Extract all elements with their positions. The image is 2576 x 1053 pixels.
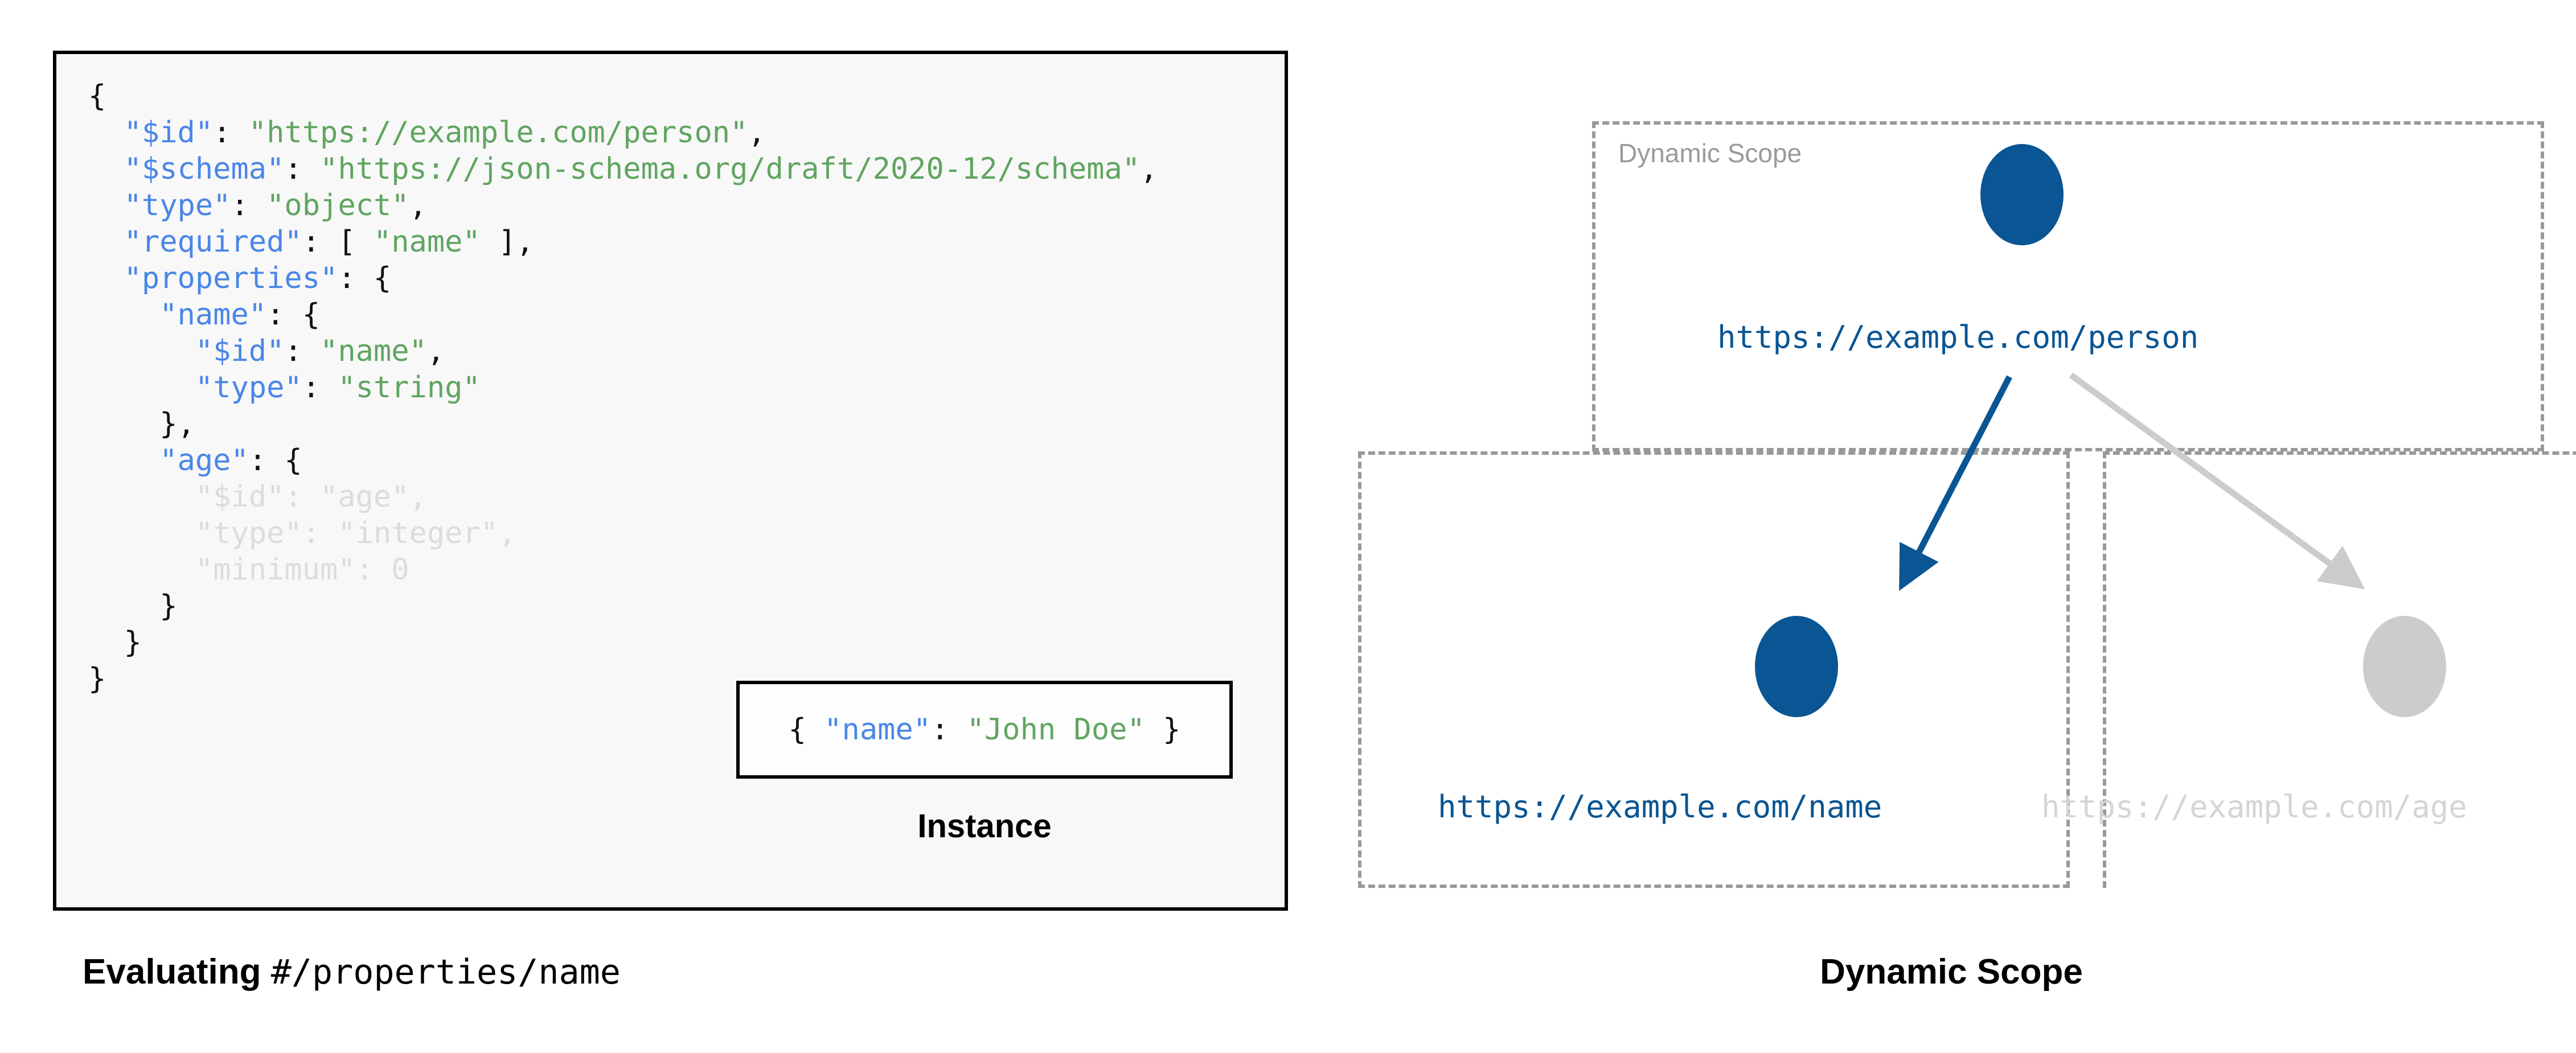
comma-1: , [748, 116, 766, 150]
bracket-close-1: ], [480, 225, 534, 259]
key-minimum: "minimum" [195, 553, 356, 587]
scope-box-label: Dynamic Scope [1618, 138, 1802, 168]
left-caption-bold: Evaluating [83, 952, 271, 992]
left-caption: Evaluating #/properties/name [83, 952, 621, 992]
key-id-age: "$id" [195, 480, 285, 514]
dynamic-scope-panel: Dynamic Scope https://example.com/person… [1327, 0, 2576, 1053]
comma-4: , [426, 334, 445, 368]
instance-brace-close: } [1145, 713, 1181, 747]
left-caption-pointer: #/properties/name [270, 952, 621, 992]
colon-3: : [231, 188, 267, 223]
node-name[interactable] [1755, 616, 1838, 717]
colon-12: : [355, 553, 392, 587]
colon-1: : [213, 116, 249, 150]
node-label-person: https://example.com/person [1717, 319, 2199, 355]
schema-panel: { "$id": "https://example.com/person", "… [53, 51, 1288, 992]
value-object: "object" [266, 188, 409, 223]
colon-9: : { [248, 443, 302, 478]
comma-2: , [1140, 152, 1158, 186]
value-string: "string" [338, 371, 481, 405]
colon-4: : [ [302, 225, 374, 259]
instance-brace-open: { [788, 713, 825, 747]
value-required-name: "name" [373, 225, 481, 259]
value-schema-uri: "https://json-schema.org/draft/2020-12/s… [320, 152, 1141, 186]
comma-3: , [409, 188, 427, 223]
node-label-name: https://example.com/name [1438, 789, 1882, 825]
instance-card: { "name": "John Doe" } [736, 681, 1233, 779]
instance-label: Instance [917, 808, 1052, 845]
value-integer: "integer" [338, 516, 499, 550]
node-age[interactable] [2363, 616, 2446, 717]
brace-close-age: } [159, 589, 178, 623]
schema-code-block: { "$id": "https://example.com/person", "… [88, 78, 1158, 697]
node-person[interactable] [1980, 144, 2064, 245]
key-type-age: "type" [195, 516, 302, 550]
key-properties: "properties" [124, 261, 338, 295]
colon-6: : { [266, 298, 320, 332]
key-required: "required" [124, 225, 302, 259]
comma-6: , [498, 516, 516, 550]
colon-5: : { [338, 261, 392, 295]
colon-2: : [284, 152, 321, 186]
brace-close-name: }, [159, 407, 195, 441]
instance-code: { "name": "John Doe" } [789, 713, 1181, 747]
scope-box-name [1358, 451, 2070, 888]
key-age-prop: "age" [159, 443, 249, 478]
age-subschema-faded: "$id": "age", "type": "integer", "minimu… [88, 480, 516, 587]
dynamic-scope-diagram: Dynamic Scope https://example.com/person… [1327, 0, 2576, 1053]
key-type-name: "type" [195, 371, 302, 405]
key-name-prop: "name" [159, 298, 267, 332]
instance-colon: : [931, 713, 967, 747]
value-id-name: "name" [320, 334, 427, 368]
brace-close-root: } [88, 662, 106, 696]
comma-5: , [409, 480, 427, 514]
brace-close-properties: } [124, 626, 142, 660]
colon-8: : [302, 371, 338, 405]
colon-11: : [302, 516, 338, 550]
value-zero: 0 [391, 553, 409, 587]
schema-code-card: { "$id": "https://example.com/person", "… [53, 51, 1288, 911]
right-caption: Dynamic Scope [1820, 952, 2083, 992]
node-label-age: https://example.com/age [2041, 789, 2467, 825]
key-id-name: "$id" [195, 334, 285, 368]
instance-key-name: "name" [824, 713, 932, 747]
instance-value-john-doe: "John Doe" [966, 713, 1145, 747]
colon-10: : [284, 480, 321, 514]
scope-box-person [1592, 121, 2544, 451]
key-type-root: "type" [124, 188, 231, 223]
value-id-age: "age" [320, 480, 409, 514]
colon-7: : [284, 334, 321, 368]
value-person-uri: "https://example.com/person" [248, 116, 748, 150]
key-schema: "$schema" [124, 152, 285, 186]
key-id-root: "$id" [124, 116, 214, 150]
brace-open-root: { [88, 79, 106, 113]
